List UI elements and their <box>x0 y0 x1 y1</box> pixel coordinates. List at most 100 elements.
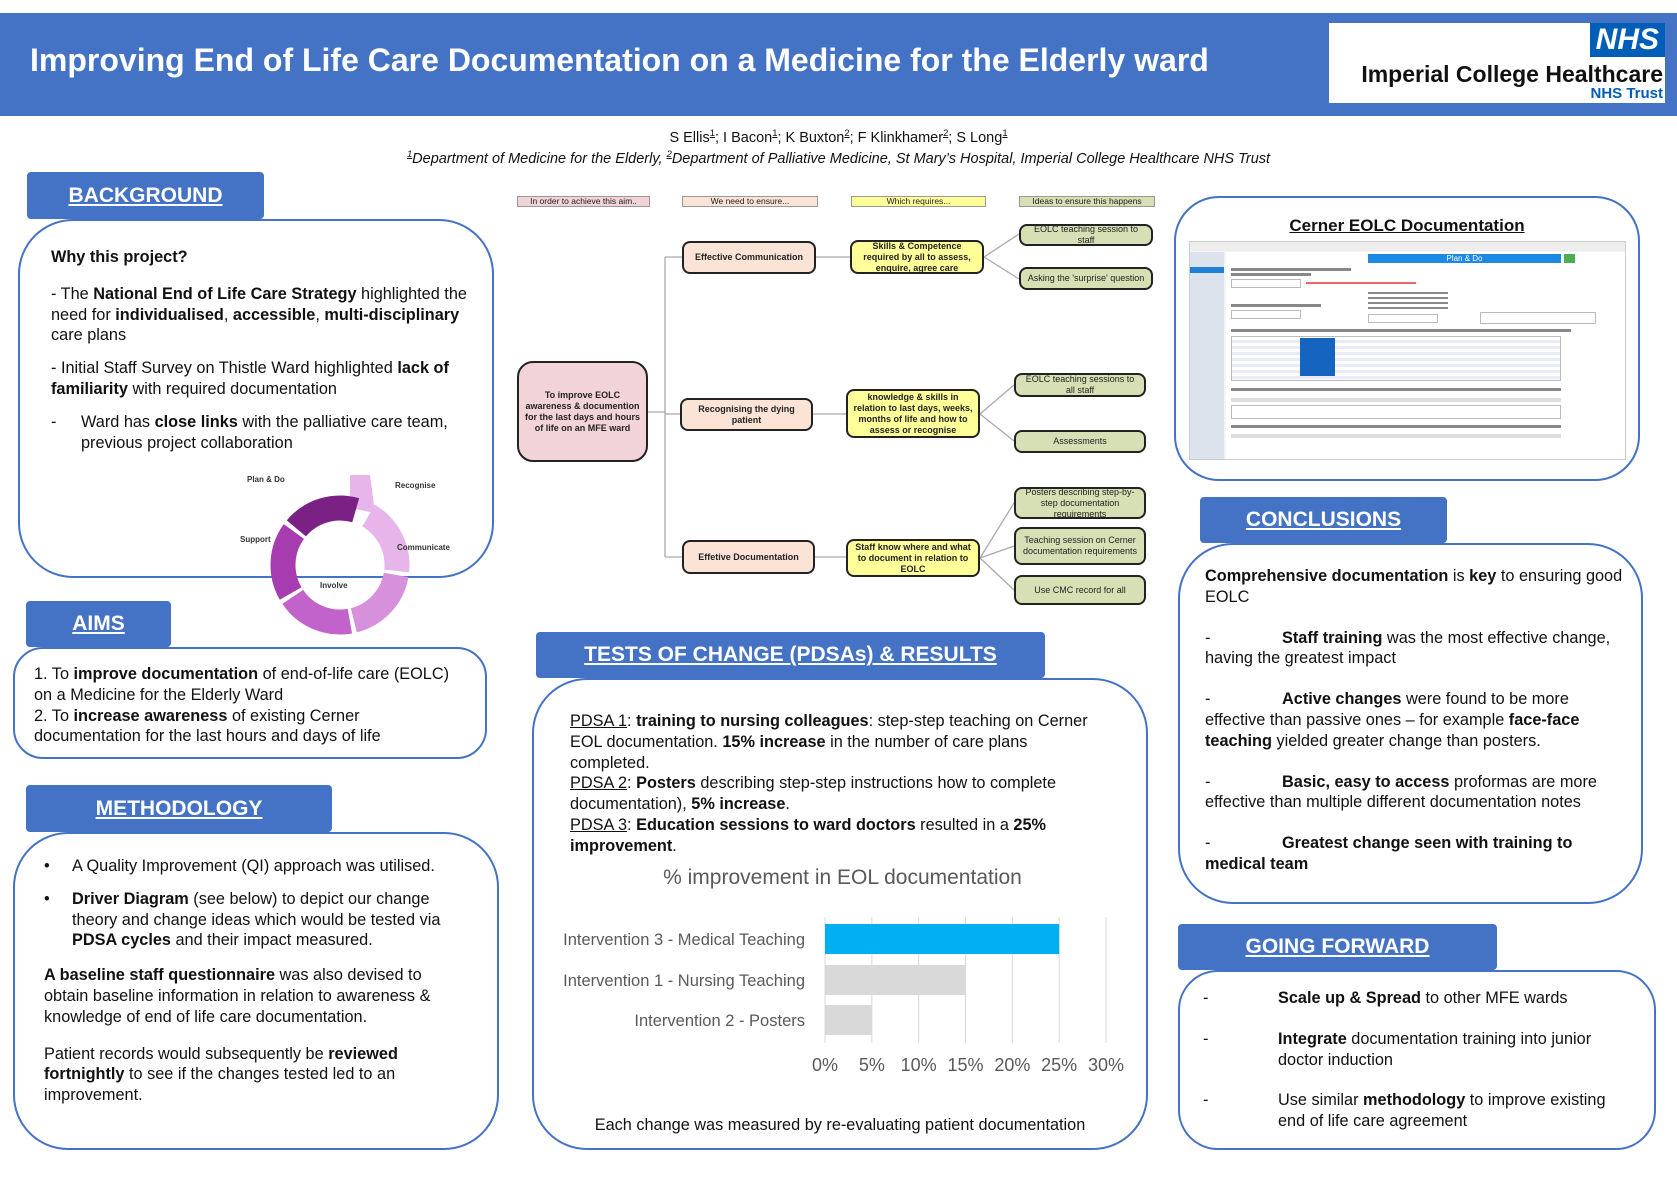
x-tick-label: 25% <box>1041 1055 1077 1075</box>
tests-heading: TESTS OF CHANGE (PDSAs) & RESULTS <box>536 632 1045 678</box>
text-run: National End of Life Care Strategy <box>93 284 357 303</box>
cycle-label: Involve <box>320 581 348 590</box>
going-forward-item: -Scale up & Spread to other MFE wards <box>1203 988 1623 1009</box>
cerner-toolbar <box>1190 242 1625 251</box>
going-forward-text: Integrate documentation training into ju… <box>1278 1029 1623 1071</box>
conclusion-item: -Active changes were found to be more ef… <box>1205 689 1625 751</box>
driver-need: Effective Communication <box>682 241 816 274</box>
text-run: A baseline staff questionnaire <box>44 966 276 985</box>
text-run: : <box>627 712 637 730</box>
background-panel <box>18 219 494 578</box>
background-heading: BACKGROUND <box>27 172 264 219</box>
category-label: Intervention 3 - Medical Teaching <box>563 931 805 949</box>
driver-aim: To improve EOLC awareness & documention … <box>517 361 648 462</box>
text-run: . <box>672 836 677 855</box>
conclusion-intro: Comprehensive documentation is key to en… <box>1205 566 1625 608</box>
text-run: reviewed fortnightly <box>44 1044 398 1084</box>
text-run: were found to be more effective than pas… <box>1205 690 1569 729</box>
conclusion-text: Greatest change seen with training to me… <box>1205 834 1572 873</box>
dash: - <box>1203 1029 1209 1048</box>
dash: - <box>1205 772 1211 791</box>
cycle-label: Support <box>240 535 271 544</box>
cycle-segment <box>282 589 353 635</box>
text-run: yielded greater change than posters. <box>1271 731 1541 750</box>
bar <box>825 924 1060 954</box>
category-label: Intervention 1 - Nursing Teaching <box>563 972 805 990</box>
text-run: was the most effective change, having th… <box>1205 628 1611 668</box>
text-run: - Initial Staff Survey on Thistle Ward h… <box>51 359 398 378</box>
conclusions-panel <box>1178 543 1643 904</box>
text-run: Department of Medicine for the Elderly, <box>412 150 667 167</box>
aims-panel <box>13 647 487 759</box>
text-run: 1 <box>1002 127 1008 138</box>
text-run: to improve existing end of life care agr… <box>1278 1091 1606 1131</box>
text-run: proformas are more effective than multip… <box>1205 772 1597 812</box>
methodology-heading: METHODOLOGY <box>26 785 332 832</box>
text-run: Patient records would subsequently be <box>44 1044 329 1063</box>
text-run: . <box>785 795 790 814</box>
text-run: 2 <box>943 127 949 138</box>
text-run: increase awareness <box>73 706 228 725</box>
cycle-segment <box>350 572 409 633</box>
authors: S Ellis1; I Bacon1; K Buxton2; F Klinkha… <box>0 127 1677 146</box>
text-run: in the number of care plans completed. <box>570 732 1028 772</box>
aim-item: 2. To increase awareness of existing Cer… <box>34 706 454 748</box>
text-run: 25% improvement <box>570 815 1046 855</box>
background-subheading: Why this project? <box>51 248 188 266</box>
text-run: : <box>627 815 637 834</box>
cycle-segment <box>270 524 305 600</box>
x-tick-label: 0% <box>812 1055 838 1075</box>
x-tick-label: 15% <box>947 1055 983 1075</box>
cycle-label: Plan & Do <box>247 475 285 484</box>
text-run: is <box>1448 567 1470 585</box>
text-run: 1 <box>709 127 715 138</box>
text-run: , <box>315 305 325 324</box>
text-run: PDSA 1 <box>570 712 628 730</box>
driver-idea: EOLC teaching session to staff <box>1019 224 1153 246</box>
text-run: 1 <box>406 148 413 159</box>
dash: - <box>1205 834 1211 853</box>
bullet-text: Driver Diagram (see below) to depict our… <box>72 889 469 951</box>
conclusion-item: -Staff training was the most effective c… <box>1205 628 1625 670</box>
driver-requirement: Skills & Competence required by all to a… <box>850 240 984 274</box>
cycle-label: Communicate <box>397 543 450 552</box>
text-run: 2 <box>844 127 850 138</box>
nhs-logo-trust: NHS Trust <box>1590 85 1663 102</box>
background-point: - Initial Staff Survey on Thistle Ward h… <box>51 358 471 400</box>
text-run: Department of Palliative Medicine, St Ma… <box>671 150 1271 167</box>
text-run: with required documentation <box>127 379 337 398</box>
x-tick-label: 10% <box>901 1055 937 1075</box>
text-run: : step-step teaching on Cerner EOL docum… <box>570 712 1088 751</box>
text-run: PDSA cycles <box>72 931 171 950</box>
text-run: Basic, easy to access <box>1282 772 1450 791</box>
conclusion-item: -Basic, easy to access proformas are mor… <box>1205 772 1625 814</box>
text-run: resulted in a <box>915 815 1014 834</box>
affiliations: 1Department of Medicine for the Elderly,… <box>0 148 1677 167</box>
text-run: to other MFE wards <box>1420 989 1568 1007</box>
methodology-bullet: •A Quality Improvement (QI) approach was… <box>44 856 469 877</box>
pdsa-item: PDSA 2: Posters describing step-step ins… <box>570 773 1110 815</box>
going-forward-item: -Use similar methodology to improve exis… <box>1203 1090 1623 1132</box>
text-run: with the palliative care team, previous … <box>81 412 448 452</box>
conclusion-text: Staff training was the most effective ch… <box>1205 629 1610 668</box>
cycle-segment <box>286 495 360 537</box>
conclusion-text: Active changes were found to be more eff… <box>1205 690 1579 750</box>
text-run: Education sessions to ward doctors <box>636 815 916 834</box>
driver-header-requires: Which requires... <box>851 196 986 207</box>
text-run: Greatest change seen with training to me… <box>1205 834 1573 873</box>
chart-footnote: Each change was measured by re-evaluatin… <box>594 1116 1086 1134</box>
methodology-paragraph: A baseline staff questionnaire was also … <box>44 965 469 1027</box>
aims-list: 1. To improve documentation of end-of-li… <box>34 664 454 747</box>
text-run: ; I Bacon <box>714 129 773 146</box>
text-run: improve documentation <box>73 665 259 683</box>
text-run: methodology <box>1363 1091 1466 1110</box>
text-run: 1 <box>772 127 778 138</box>
pdsa-item: PDSA 1: training to nursing colleagues: … <box>570 711 1110 773</box>
text-run: of end-of-life care (EOLC) on a Medicine… <box>34 665 450 704</box>
background-point-text: Ward has close links with the palliative… <box>81 412 471 454</box>
conclusion-text: Basic, easy to access proformas are more… <box>1205 773 1597 812</box>
going-forward-list: -Scale up & Spread to other MFE wards - I… <box>1203 988 1623 1132</box>
nhs-logo: NHS Imperial College Healthcare NHS Trus… <box>1329 23 1665 103</box>
aims-heading: AIMS <box>26 601 171 647</box>
driver-header-aim: In order to achieve this aim.. <box>517 196 650 207</box>
